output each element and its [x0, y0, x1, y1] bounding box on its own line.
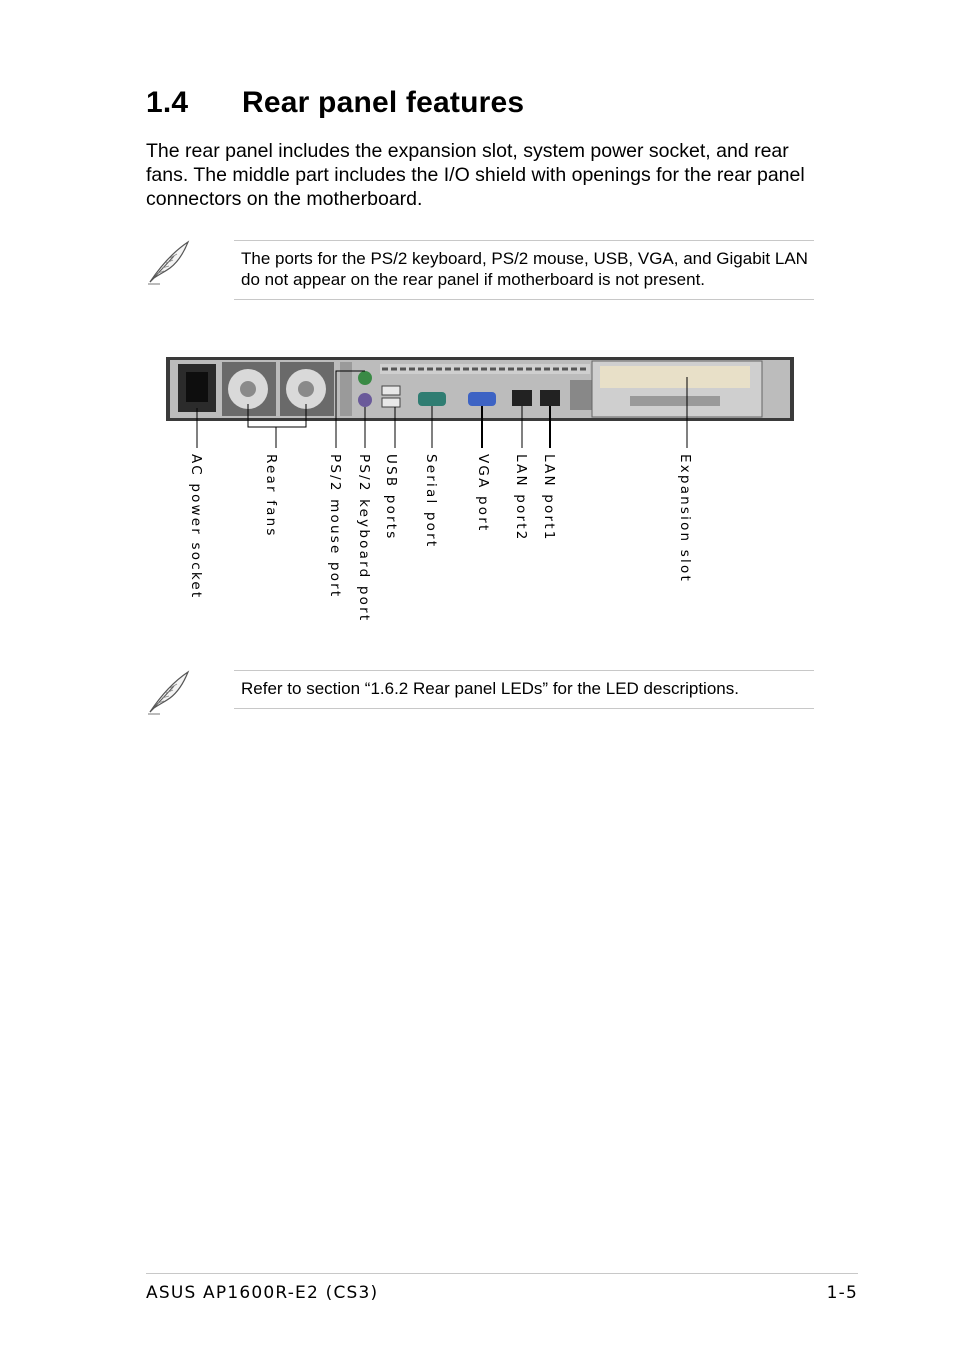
- lan-port1-shape: [540, 390, 560, 406]
- note-box-leds: Refer to section “1.6.2 Rear panel LEDs”…: [234, 670, 814, 709]
- footer-page-number: 1-5: [826, 1283, 858, 1303]
- label-usb: USB ports: [383, 454, 399, 541]
- label-serial: Serial port: [423, 454, 439, 548]
- label-ps2-mouse: PS/2 mouse port: [327, 454, 343, 598]
- footer-product-name: ASUS AP1600R-E2 (CS3): [146, 1283, 379, 1303]
- vga-port-shape: [468, 392, 496, 406]
- label-lan1: LAN port1: [541, 454, 557, 542]
- rear-fan-shape: [280, 362, 334, 416]
- footer-divider: [146, 1273, 858, 1274]
- section-number: 1.4: [146, 86, 189, 119]
- label-ps2-keyboard: PS/2 keyboard port: [356, 454, 372, 622]
- label-rear-fans: Rear fans: [263, 454, 279, 538]
- label-vga: VGA port: [475, 454, 491, 533]
- rear-fan-shape: [222, 362, 276, 416]
- section-heading: 1.4 Rear panel features: [146, 86, 524, 120]
- ps2-mouse-shape: [358, 371, 372, 385]
- lan-port2-shape: [512, 390, 532, 406]
- rear-panel-diagram: AC power socket Rear fans PS/2 mouse por…: [166, 357, 794, 622]
- feather-pen-icon: [148, 240, 190, 285]
- label-lan2: LAN port2: [513, 454, 529, 542]
- ps2-keyboard-shape: [358, 393, 372, 407]
- note-box-ports: The ports for the PS/2 keyboard, PS/2 mo…: [234, 240, 814, 300]
- note-text: Refer to section “1.6.2 Rear panel LEDs”…: [241, 679, 739, 698]
- serial-port-shape: [418, 392, 446, 406]
- label-ac-power: AC power socket: [188, 454, 204, 599]
- section-title: Rear panel features: [242, 86, 525, 119]
- intro-paragraph: The rear panel includes the expansion sl…: [146, 140, 805, 210]
- feather-pen-icon: [148, 670, 190, 715]
- note-text: The ports for the PS/2 keyboard, PS/2 mo…: [241, 249, 808, 289]
- label-expansion: Expansion slot: [677, 454, 693, 583]
